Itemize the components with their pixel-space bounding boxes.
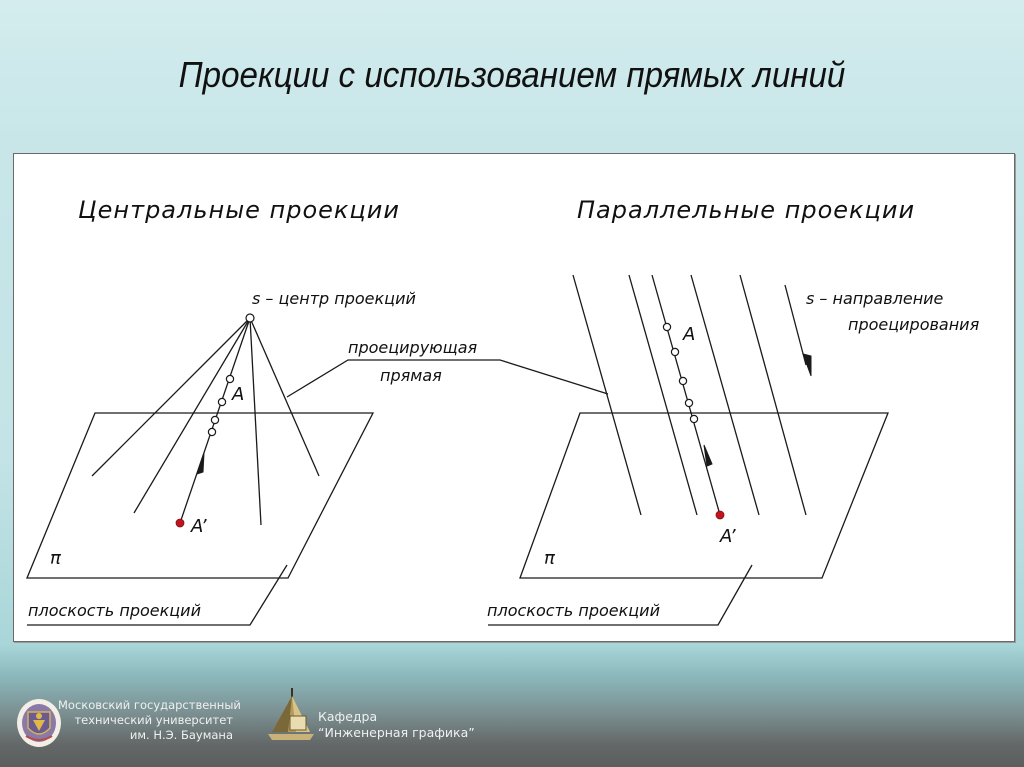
- central-ray-1: [91, 317, 251, 477]
- department-line-2: “Инженерная графика”: [318, 725, 475, 740]
- central-point-A-label: A: [232, 384, 245, 405]
- center-s-label: s – центр проекций: [252, 289, 416, 308]
- central-ray-4: [249, 317, 262, 526]
- parallel-projections-heading: Параллельные проекции: [577, 196, 916, 224]
- university-line-1: Московский государственный: [58, 698, 241, 712]
- parallel-line-through-A: [651, 274, 721, 516]
- parallel-line-5: [739, 274, 807, 516]
- central-point-A4: [207, 427, 217, 437]
- projecting-line-label-1: проецирующая: [348, 338, 478, 357]
- projecting-line-leader-left: [286, 359, 609, 398]
- department-name: Кафедра “Инженерная графика”: [318, 709, 475, 741]
- parallel-point-A-prime-label: A’: [720, 526, 736, 547]
- central-plane-caption: плоскость проекций: [28, 601, 201, 620]
- parallel-projection-plane: [519, 412, 889, 579]
- central-ray-5: [249, 317, 320, 477]
- parallel-point-A-label: A: [683, 324, 696, 345]
- slide-title: Проекции с использованием прямых линий: [178, 54, 846, 95]
- university-crest-icon: [17, 699, 61, 747]
- parallel-plane-symbol: π: [544, 548, 555, 569]
- direction-s-arrow-icon: [802, 353, 812, 377]
- central-point-A-prime-label: A’: [191, 516, 207, 537]
- central-point-A2: [217, 397, 227, 407]
- center-s-point: [245, 313, 255, 323]
- parallel-plane-caption-leader: [488, 564, 753, 626]
- central-ray-2: [133, 317, 251, 514]
- parallel-projection-group: [488, 274, 889, 626]
- university-line-3: им. Н.Э. Баумана: [129, 728, 233, 742]
- parallel-line-2: [628, 274, 698, 516]
- pyramid-logo-icon: [268, 688, 314, 740]
- parallel-line-1: [572, 274, 642, 516]
- central-projection-point-A-prime: [175, 518, 185, 528]
- central-point-markers: [207, 313, 255, 437]
- direction-s-label-2: проецирования: [848, 315, 980, 334]
- central-ray-arrow-icon: [196, 452, 205, 475]
- parallel-point-A3: [678, 376, 688, 386]
- parallel-projection-point-A-prime: [715, 510, 725, 520]
- central-point-A3: [210, 415, 220, 425]
- central-projection-group: [26, 317, 609, 626]
- parallel-point-A1: [662, 322, 672, 332]
- central-plane-symbol: π: [50, 548, 61, 569]
- parallel-plane-caption: плоскость проекций: [487, 601, 660, 620]
- university-line-2: технический университет: [74, 713, 233, 727]
- parallel-point-markers: [662, 322, 699, 424]
- parallel-point-A2: [670, 347, 680, 357]
- department-line-1: Кафедра: [318, 709, 378, 724]
- parallel-point-A4: [684, 398, 694, 408]
- parallel-line-4: [690, 274, 760, 516]
- parallel-point-A5: [689, 414, 699, 424]
- parallel-ray-arrow-icon: [703, 444, 713, 467]
- central-projections-heading: Центральные проекции: [78, 196, 400, 224]
- direction-s-line: [784, 284, 807, 366]
- central-plane-caption-leader: [27, 564, 288, 626]
- university-name: Московский государственный технический у…: [58, 698, 241, 743]
- direction-s-label-1: s – направление: [806, 289, 944, 308]
- projecting-line-label-2: прямая: [380, 366, 442, 385]
- central-point-A1: [225, 374, 235, 384]
- diagram-panel: [13, 153, 1015, 642]
- central-projection-plane: [26, 412, 375, 579]
